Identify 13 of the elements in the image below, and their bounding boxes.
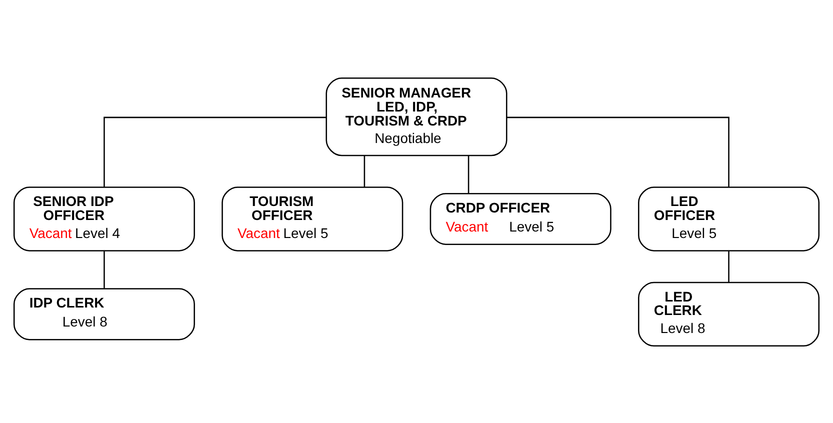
node-box: SENIOR IDP OFFICER Vacant Level 4 (13, 186, 195, 251)
connector (506, 116, 730, 186)
connector (728, 250, 730, 282)
node-box: TOURISM OFFICER Vacant Level 5 (222, 186, 404, 251)
connector (364, 156, 366, 186)
connector (104, 250, 105, 288)
node-box: LED CLERK Level 8 (638, 281, 820, 346)
node-box: SENIOR MANAGER LED, IDP, TOURISM & CRDP Negotiable (326, 76, 508, 156)
connector (104, 116, 326, 186)
node-box: LED OFFICER Level 5 (638, 186, 820, 251)
node-box: CRDP OFFICER Vacant Level 5 (430, 192, 612, 244)
node-box: IDP CLERK Level 8 (13, 288, 195, 340)
connector (468, 156, 470, 194)
